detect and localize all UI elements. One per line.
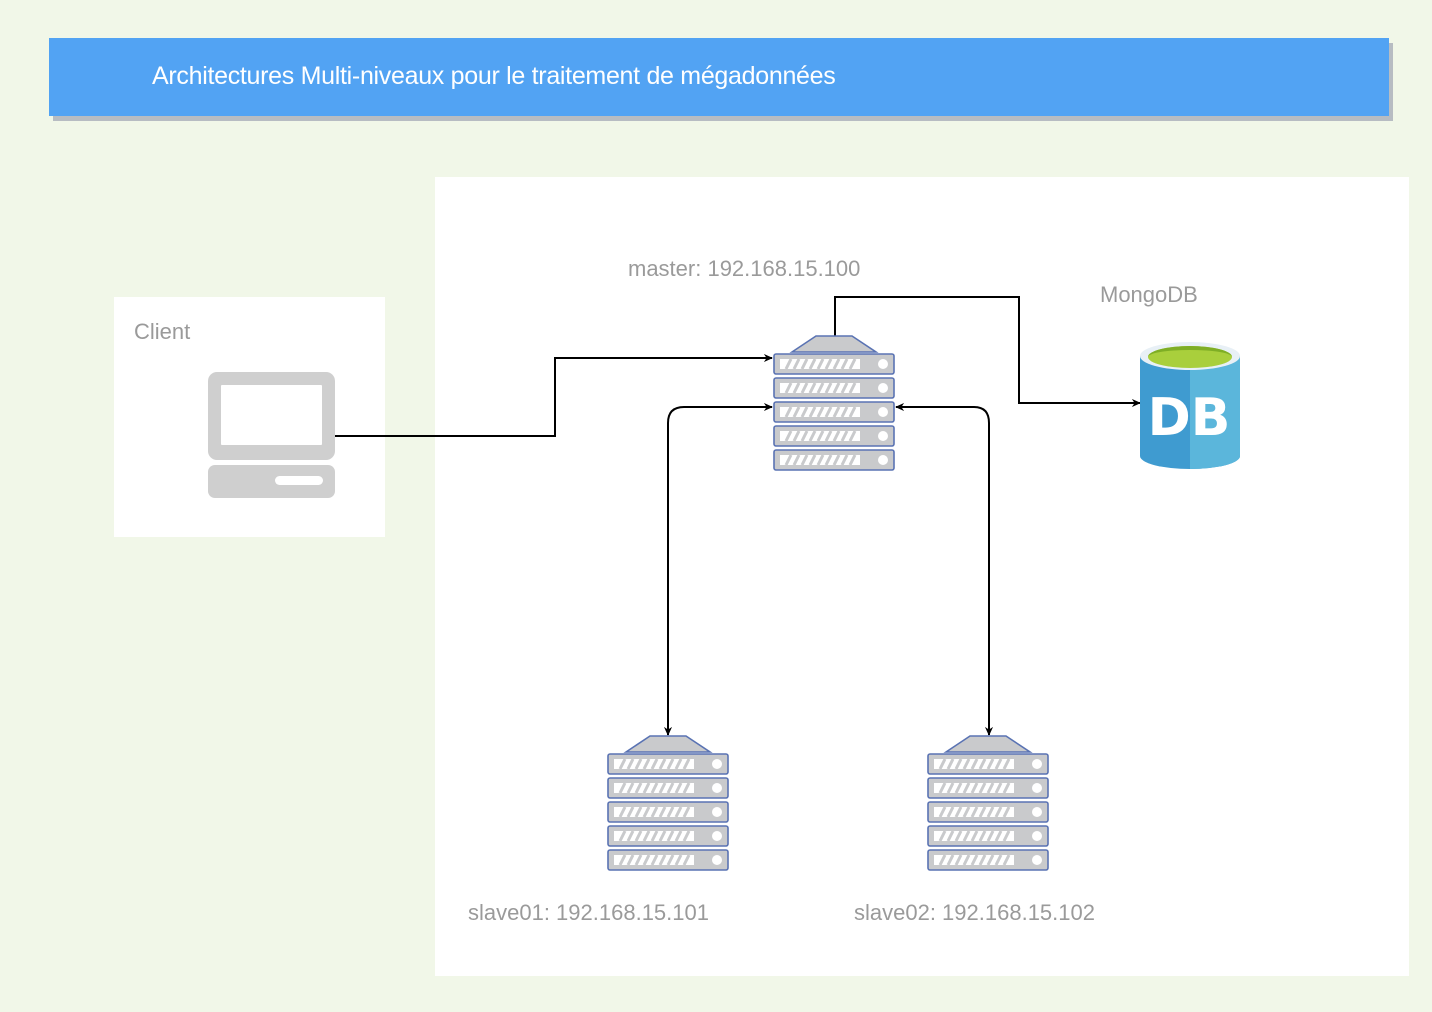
computer-icon — [208, 372, 335, 498]
slave01-label: slave01: 192.168.15.101 — [468, 900, 709, 925]
connector-client-master — [335, 353, 773, 437]
connector-master-slave02 — [895, 402, 994, 736]
mongodb-label: MongoDB — [1100, 282, 1198, 307]
connector-master-slave01 — [663, 402, 773, 736]
master-server-icon — [774, 336, 894, 470]
client-label: Client — [134, 319, 191, 344]
slave01-server-icon — [608, 736, 728, 870]
title-bar: Architectures Multi-niveaux pour le trai… — [49, 38, 1389, 116]
page-title: Architectures Multi-niveaux pour le trai… — [152, 62, 836, 90]
database-icon-text: DB — [1148, 388, 1231, 448]
slave02-label: slave02: 192.168.15.102 — [854, 900, 1095, 925]
database-icon: DB — [1140, 342, 1240, 469]
master-label: master: 192.168.15.100 — [628, 256, 861, 281]
connector-master-mongodb — [834, 296, 1141, 408]
slave02-server-icon — [928, 736, 1048, 870]
